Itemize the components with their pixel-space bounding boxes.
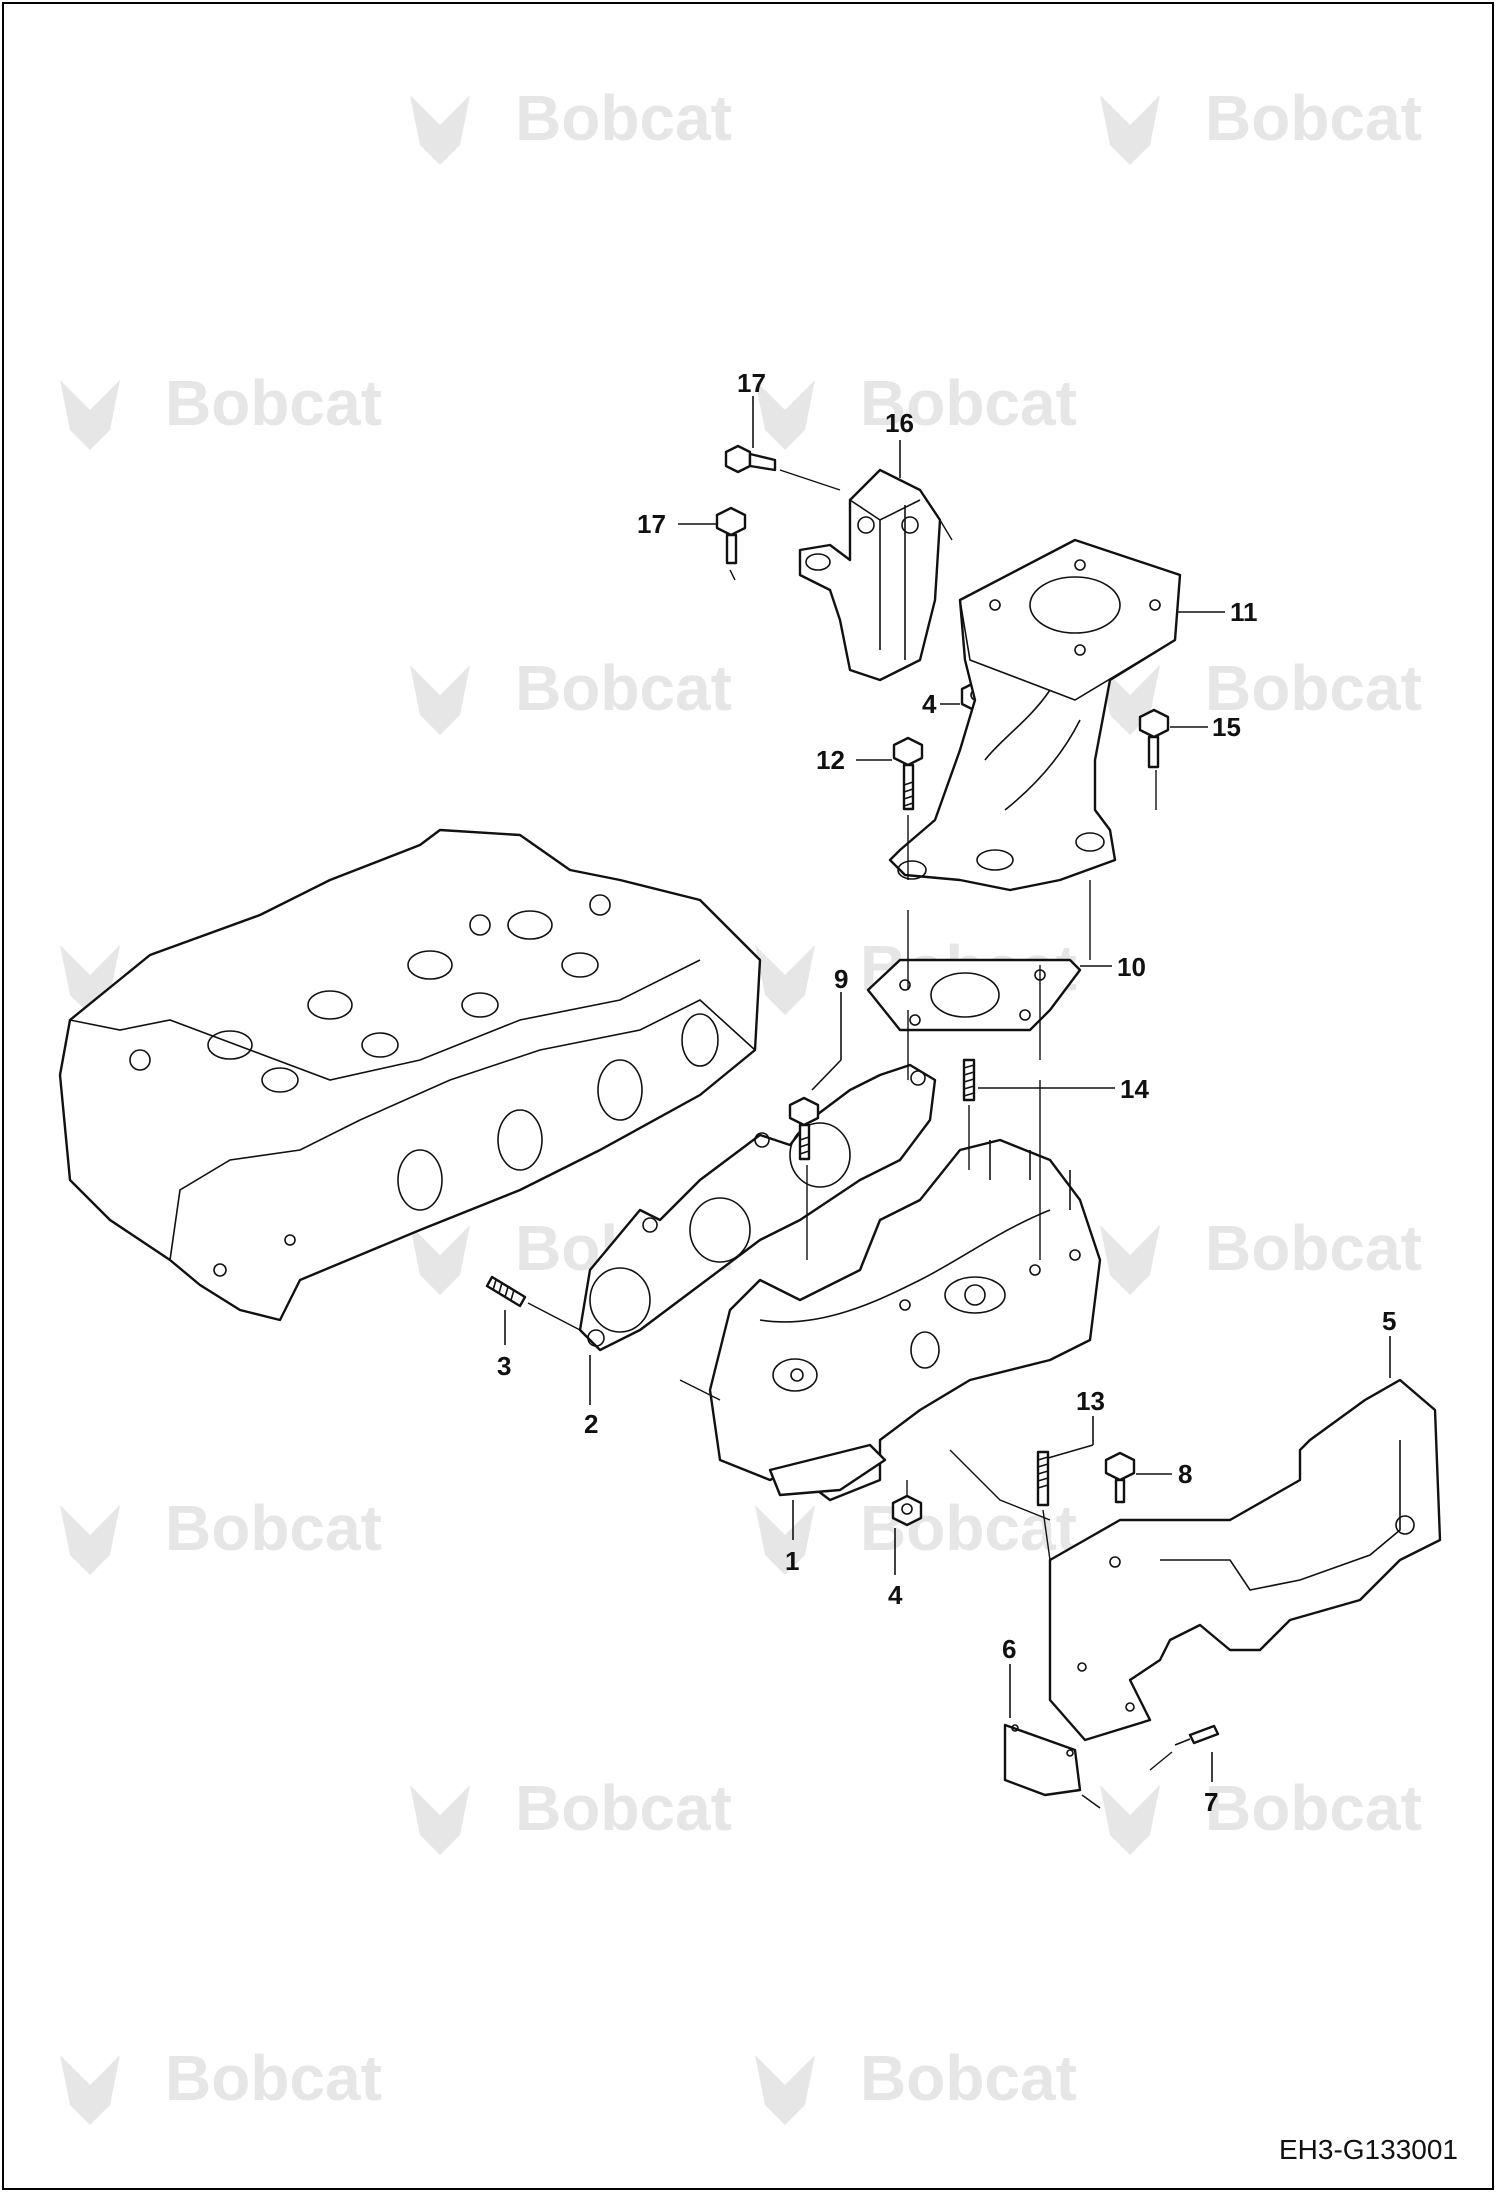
callout-14: 14	[1120, 1074, 1149, 1104]
callout-11: 11	[1230, 597, 1258, 627]
bolt-part-17-upper	[724, 444, 777, 474]
watermark-text: Bobcat	[1205, 652, 1422, 724]
bolt-part-8	[1104, 1451, 1136, 1504]
callout-6: 6	[1002, 1634, 1016, 1664]
document-id: EH3-G133001	[1278, 2134, 1458, 2165]
watermark-text: Bobcat	[165, 1492, 382, 1564]
callout-17-upper: 17	[737, 368, 766, 398]
watermark-text: Bobcat	[1205, 1212, 1422, 1284]
leader-lines	[504, 396, 1391, 1782]
callout-9: 9	[834, 964, 848, 994]
callout-1: 1	[785, 1546, 799, 1576]
watermark-text: Bobcat	[515, 1772, 732, 1844]
watermark-layer: Bobcat Bobcat Bobcat Bobcat Bobcat Bobca…	[60, 82, 1422, 2125]
callout-12: 12	[816, 745, 845, 775]
watermark-text: Bobcat	[165, 2042, 382, 2114]
watermark-text: Bobcat	[1205, 82, 1422, 154]
manifold-gasket-part-2	[578, 1063, 937, 1352]
callout-17-lower: 17	[637, 509, 666, 539]
exhaust-manifold-part-1	[708, 1138, 1102, 1502]
bolt-part-15	[1138, 708, 1170, 769]
stud-part-13	[1036, 1450, 1050, 1507]
watermark-text: Bobcat	[165, 367, 382, 439]
watermark-text: Bobcat	[515, 82, 732, 154]
callout-7: 7	[1204, 1787, 1218, 1817]
exhaust-elbow-part-11	[888, 538, 1182, 892]
callout-2: 2	[584, 1409, 598, 1439]
callout-labels: 17 16 17 11 4 12 15 10 9 14 3 2 1 4 5 13…	[497, 368, 1396, 1817]
watermark-text: Bobcat	[515, 652, 732, 724]
rivet-part-7	[1174, 1724, 1220, 1746]
callout-13: 13	[1076, 1386, 1105, 1416]
heat-shield-part-5	[1048, 1378, 1442, 1742]
watermark-text: Bobcat	[860, 2042, 1077, 2114]
stud-part-14	[962, 1058, 976, 1102]
callout-5: 5	[1382, 1306, 1396, 1336]
assembly-lines	[527, 469, 1173, 1809]
callout-4-upper: 4	[922, 689, 937, 719]
callout-10: 10	[1117, 952, 1146, 982]
stud-part-3	[485, 1275, 527, 1308]
watermark-text: Bobcat	[860, 367, 1077, 439]
callout-3: 3	[497, 1351, 511, 1381]
cylinder-head	[58, 828, 762, 1322]
nut-part-4-lower	[891, 1494, 923, 1527]
bolt-part-17-lower	[715, 506, 747, 565]
watermark-text: Bobcat	[1205, 1772, 1422, 1844]
callout-4-lower: 4	[888, 1580, 903, 1610]
callout-16: 16	[885, 408, 914, 438]
shield-plate-part-6	[1003, 1723, 1082, 1797]
elbow-gasket-part-10	[866, 958, 1082, 1032]
bolt-part-9	[788, 1096, 820, 1161]
bracket-part-16	[798, 468, 942, 682]
callout-8: 8	[1178, 1459, 1192, 1489]
callout-15: 15	[1212, 712, 1241, 742]
bolt-part-12	[892, 736, 924, 811]
